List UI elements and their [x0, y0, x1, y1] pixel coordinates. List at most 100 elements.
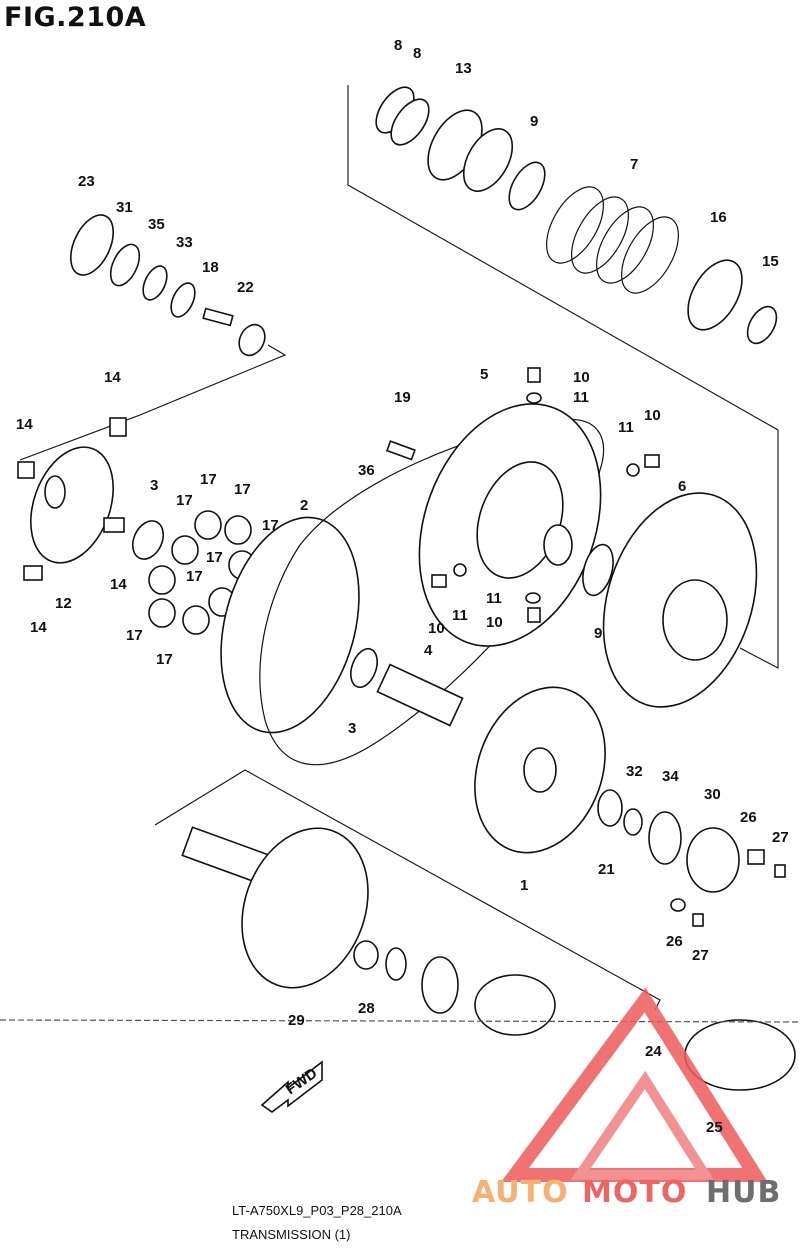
callout-8-b: 8 — [413, 45, 421, 62]
part-14-slider-c[interactable] — [103, 517, 125, 533]
callout-17-f: 17 — [186, 568, 203, 585]
frame-drive-group — [154, 769, 661, 1011]
part-6-fixed-driven-face[interactable] — [578, 473, 783, 727]
callout-25: 25 — [706, 1119, 723, 1136]
callout-3-b: 3 — [348, 720, 356, 737]
part-10-pin-a[interactable] — [527, 367, 541, 383]
caption-group: TRANSMISSION (1) — [232, 1227, 351, 1242]
part-4-sleeve[interactable] — [376, 663, 464, 727]
callout-12: 12 — [55, 595, 72, 612]
callout-21: 21 — [598, 861, 615, 878]
callout-3-a: 3 — [150, 477, 158, 494]
callout-11-b: 11 — [618, 419, 634, 436]
callout-23: 23 — [78, 173, 95, 190]
part-35-circlip[interactable] — [138, 262, 171, 303]
part-29-clutch-housing[interactable] — [181, 810, 389, 1005]
part-29-washer[interactable] — [385, 947, 407, 981]
fwd-arrow: FWD — [260, 1060, 323, 1113]
callout-10-d: 10 — [486, 614, 503, 631]
part-28-nut[interactable] — [353, 940, 379, 970]
frame-clutch-spring-group — [347, 85, 779, 669]
callout-17-c: 17 — [176, 492, 193, 509]
callout-15: 15 — [762, 253, 779, 270]
part-10-pin-d[interactable] — [527, 607, 541, 623]
part-27-screw-b[interactable] — [692, 913, 704, 927]
part-5-hub — [476, 461, 573, 579]
callout-27-b: 27 — [692, 947, 709, 964]
callout-7: 7 — [630, 156, 638, 173]
part-32-oring[interactable] — [623, 808, 643, 836]
callout-8-a: 8 — [394, 37, 402, 54]
watermark-hub: HUB — [706, 1175, 781, 1210]
part-11-oring-d[interactable] — [525, 592, 541, 604]
callout-1: 1 — [520, 877, 528, 894]
part-11-oring-b[interactable] — [626, 463, 640, 477]
part-11-oring-c[interactable] — [453, 563, 467, 577]
callout-10-c: 10 — [428, 620, 445, 637]
part-13-sleeve[interactable] — [417, 101, 522, 199]
callout-17-b: 17 — [234, 481, 251, 498]
part-7-spring[interactable] — [535, 178, 690, 303]
callout-35: 35 — [148, 216, 165, 233]
part-26-nut-a[interactable] — [747, 849, 765, 865]
part-24-bearing[interactable] — [421, 956, 459, 1014]
watermark-logo: AUTO MOTO HUB — [472, 987, 781, 1210]
callout-14-c: 14 — [110, 576, 127, 593]
part-21-spacer[interactable] — [597, 789, 623, 827]
part-10-pin-b[interactable] — [644, 454, 660, 468]
callout-9-a: 9 — [530, 113, 538, 130]
callout-11-d: 11 — [452, 607, 468, 624]
part-11-oring-a[interactable] — [526, 392, 542, 404]
part-9-ring[interactable] — [502, 156, 552, 215]
watermark-auto: AUTO — [472, 1175, 569, 1210]
callout-17-g: 17 — [126, 627, 143, 644]
part-8-ring-b[interactable] — [384, 93, 437, 152]
callout-10-a: 10 — [573, 369, 590, 386]
caption-model-code: LT-A750XL9_P03_P28_210A — [232, 1203, 402, 1218]
callout-11-c: 11 — [486, 590, 502, 607]
part-9-ring-b[interactable] — [578, 541, 619, 598]
part-2-movable-drive-face[interactable] — [199, 502, 382, 748]
callout-33: 33 — [176, 234, 193, 251]
part-22-nut[interactable] — [234, 320, 269, 359]
callout-13: 13 — [455, 60, 472, 77]
callout-31: 31 — [116, 199, 133, 216]
part-24-clutch-shoe[interactable] — [474, 974, 556, 1036]
callout-17-d: 17 — [262, 517, 279, 534]
part-14-slider-a[interactable] — [109, 417, 127, 437]
part-26-washer-b[interactable] — [670, 898, 686, 912]
callout-29: 29 — [288, 1012, 305, 1029]
part-30-bearing-housing[interactable] — [686, 827, 740, 893]
callout-14-b: 14 — [16, 416, 33, 433]
callout-14-d: 14 — [30, 619, 47, 636]
part-14-slider-b[interactable] — [17, 461, 35, 479]
callout-17-e: 17 — [206, 549, 223, 566]
part-23-oil-seal[interactable] — [62, 208, 122, 281]
figure-title: FIG.210A — [4, 2, 147, 33]
callout-4: 4 — [424, 642, 433, 659]
part-16-spring-seat[interactable] — [677, 251, 753, 339]
callout-11-a: 11 — [573, 389, 589, 406]
part-12-driven-face[interactable] — [16, 436, 128, 575]
callout-14-a: 14 — [104, 369, 121, 386]
callout-18: 18 — [202, 259, 219, 276]
part-3-washer-b[interactable] — [346, 645, 382, 691]
part-27-screw-a[interactable] — [774, 864, 786, 878]
part-14-slider-d[interactable] — [23, 565, 43, 581]
callout-34: 34 — [662, 768, 679, 785]
part-18-bolt[interactable] — [202, 307, 234, 327]
frame-secondary-group — [19, 344, 287, 461]
part-1-fixed-drive-face[interactable] — [453, 669, 628, 871]
part-31-bearing[interactable] — [105, 240, 145, 290]
part-3-washer-a[interactable] — [127, 516, 169, 564]
part-10-pin-c[interactable] — [431, 574, 447, 588]
part-15-nut[interactable] — [742, 302, 783, 349]
part-34-oil-seal[interactable] — [648, 811, 682, 865]
callout-32: 32 — [626, 763, 643, 780]
part-33-washer[interactable] — [166, 279, 199, 320]
callout-26-a: 26 — [740, 809, 757, 826]
part-19-bolt[interactable] — [385, 440, 416, 461]
callout-17-a: 17 — [200, 471, 217, 488]
callout-6: 6 — [678, 478, 686, 495]
